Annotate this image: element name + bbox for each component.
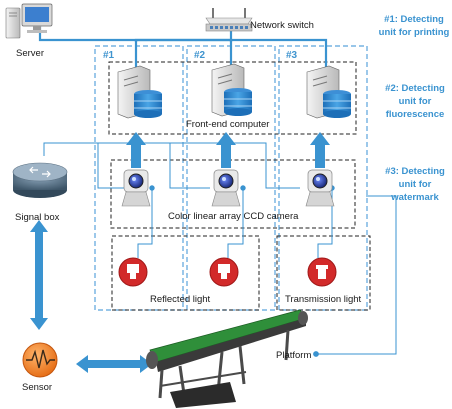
cam2-to-light2 [227,188,244,258]
legend-unit-2-line1: #2: Detecting [385,83,445,94]
unit-2-number: #2 [194,50,206,61]
arrow-cam1-up [126,132,146,168]
legend-unit-3-line1: #3: Detecting [385,166,445,177]
legend-unit-1-line1: #1: Detecting [384,14,444,25]
legend-unit-2: #2: Detecting unit for fluorescence [380,82,450,121]
platform-conveyor-icon [146,309,308,408]
legend-unit-3-line2: unit for [398,179,432,190]
row-boxes [108,61,371,311]
legend-unit-2-line2: unit for [398,96,432,107]
arrow-cam3-up [310,132,330,168]
server-to-switch-link [38,22,233,42]
arrow-cam2-up [216,132,236,168]
light-row-box-2 [276,235,371,311]
legend-unit-3: #3: Detecting unit for watermark [380,165,450,204]
server-icon [5,3,53,39]
sensor-icon [22,342,58,378]
signal-box-label: Signal box [15,212,60,223]
ccd-camera-2-icon [211,169,241,207]
cam3-to-light3 [317,188,333,258]
front-end-computer-1-icon [117,65,162,119]
legend-unit-1: #1: Detecting unit for printing [378,13,450,39]
reflected-light-2-icon [209,257,239,287]
unit-3-column [278,45,368,311]
sensor-label: Sensor [22,382,53,393]
cam1-to-light1 [137,188,153,258]
light-row-box-1 [111,235,260,311]
computer-row-box [108,61,357,135]
unit-1-number: #1 [103,50,115,61]
legend-unit-3-line3: watermark [391,192,439,203]
transmission-light-icon [307,257,337,287]
transmission-light-label: Transmission light [285,294,362,305]
ccd-camera-1-icon [121,169,151,207]
legend-unit-2-line3: fluorescence [385,109,445,120]
platform-to-unit3-link [316,195,397,355]
reflected-light-1-icon [118,257,148,287]
platform-label: Platform [276,350,312,361]
front-end-computer-3-icon [306,65,351,119]
network-switch-label: Network switch [250,20,314,31]
signal-line-cam2 [98,142,210,189]
sensor-platform-double-arrow [76,355,152,373]
server-label: Server [16,48,44,59]
legend-unit-1-line2: unit for printing [378,27,450,38]
reflected-light-label: Reflected light [150,294,211,305]
front-end-computer-2-icon [211,63,252,117]
ccd-camera-label: Color linear array CCD camera [168,211,299,222]
network-switch-icon [205,8,253,32]
unit-3-number: #3 [286,50,298,61]
ccd-camera-3-icon [305,169,335,207]
front-end-computer-label: Front-end computer [186,119,270,130]
signalbox-sensor-double-arrow [30,220,48,330]
signal-box-icon [12,162,68,198]
camera-to-computer-arrows [126,132,330,168]
